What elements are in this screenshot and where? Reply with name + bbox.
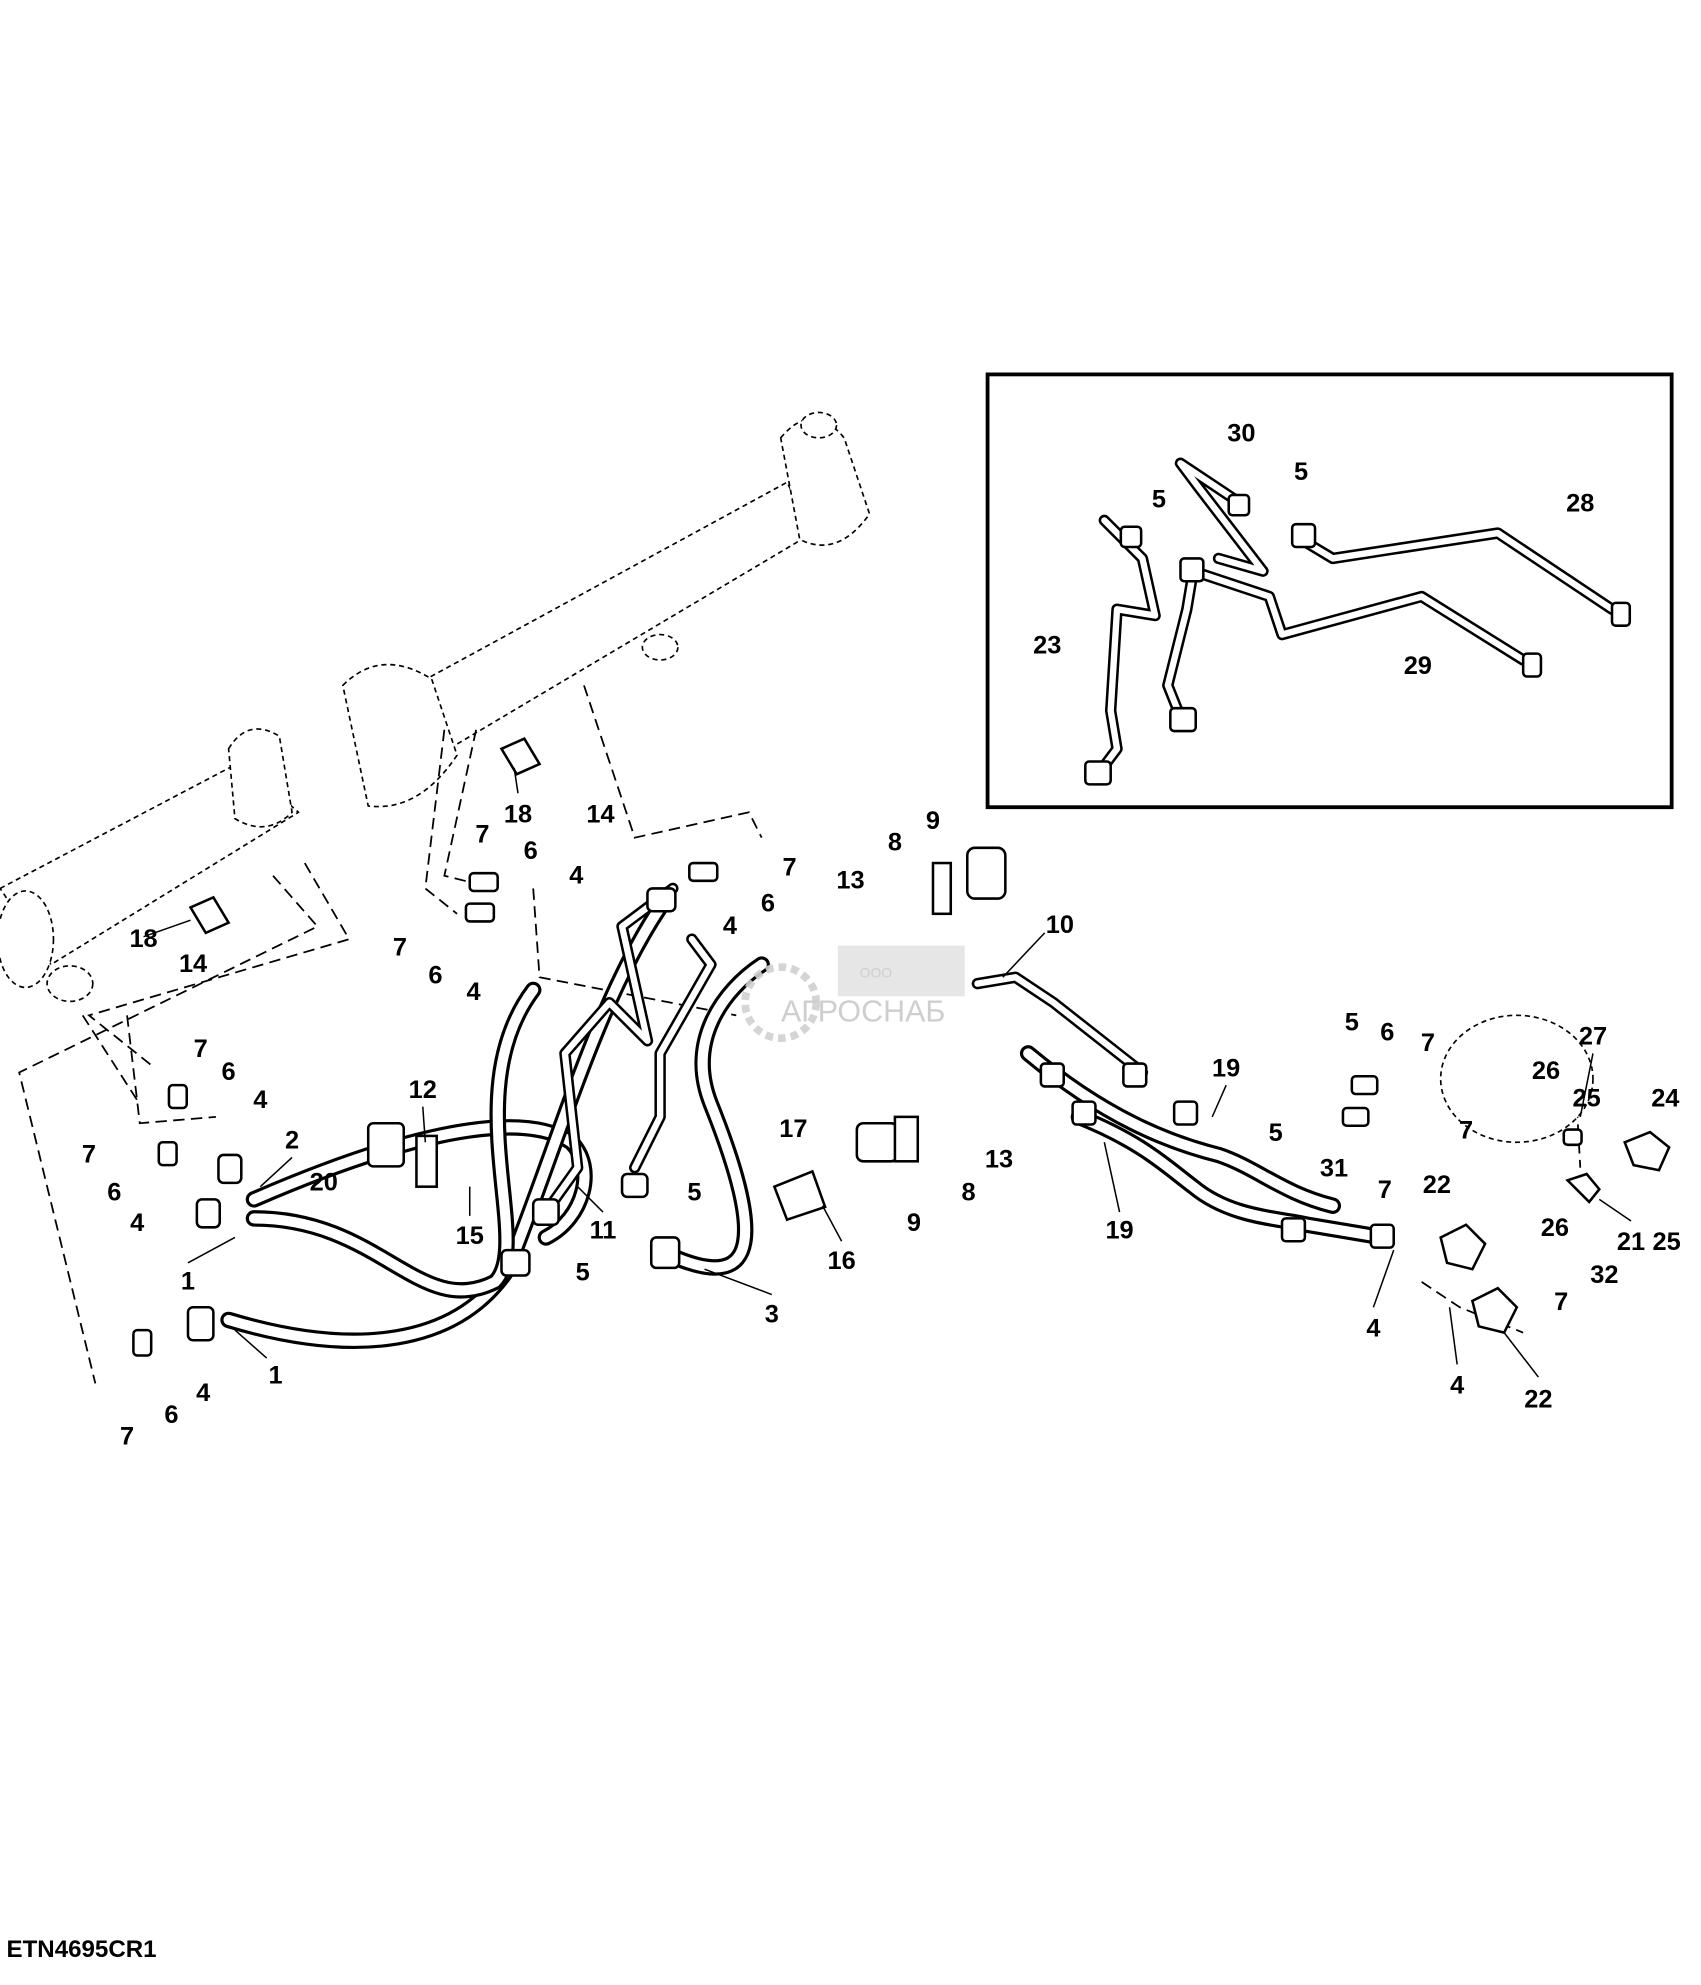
inset-callout: 30: [1227, 420, 1255, 448]
callout: 5: [1269, 1119, 1283, 1147]
inset-callout: 5: [1294, 458, 1308, 486]
callout: 3: [765, 1300, 779, 1328]
callout: 22: [1423, 1171, 1451, 1199]
callout: 5: [687, 1179, 701, 1207]
inset-callout: 28: [1566, 489, 1594, 517]
leader-lines: [143, 767, 1632, 1378]
inset-callout: 23: [1033, 632, 1061, 660]
callouts: 9 8 13 7 6 4 7 6 4 7 6 4 18 14 18 14 10 …: [82, 800, 1681, 1450]
callout: 14: [586, 800, 614, 828]
callout: 4: [1450, 1372, 1464, 1400]
callout: 7: [82, 1141, 96, 1169]
callout: 7: [1459, 1116, 1473, 1144]
callout: 6: [164, 1401, 178, 1429]
tubes: [540, 882, 1149, 1218]
callout: 16: [827, 1247, 855, 1275]
callout: 7: [1421, 1029, 1435, 1057]
callout: 7: [120, 1422, 134, 1450]
callout: 21: [1617, 1228, 1645, 1256]
callout: 32: [1590, 1261, 1618, 1289]
callout: 6: [761, 889, 775, 917]
callout: 7: [783, 854, 797, 882]
callout: 18: [504, 800, 532, 828]
callout: 19: [1105, 1217, 1133, 1245]
callout: 24: [1651, 1085, 1679, 1113]
callout: 7: [1378, 1176, 1392, 1204]
callout: 4: [723, 912, 737, 940]
inset-panel: 30 5 5 28 23 29: [985, 372, 1674, 810]
callout: 4: [253, 1086, 267, 1114]
callout: 4: [466, 978, 480, 1006]
fittings: [132, 737, 1671, 1357]
callout: 7: [475, 821, 489, 849]
callout: 14: [179, 950, 207, 978]
callout: 12: [409, 1076, 437, 1104]
callout: 18: [129, 925, 157, 953]
callout: 25: [1652, 1228, 1680, 1256]
callout: 1: [181, 1267, 195, 1295]
callout: 7: [194, 1035, 208, 1063]
callout: 9: [907, 1209, 921, 1237]
callout: 6: [428, 962, 442, 990]
callout: 27: [1579, 1023, 1607, 1051]
watermark: ООО АГРОСНАБ: [741, 945, 965, 1042]
callout: 19: [1212, 1054, 1240, 1082]
callout: 8: [961, 1179, 975, 1207]
callout: 26: [1541, 1214, 1569, 1242]
callout: 13: [836, 866, 864, 894]
callout: 9: [926, 807, 940, 835]
callout: 5: [1345, 1009, 1359, 1037]
callout: 25: [1573, 1085, 1601, 1113]
watermark-line2: АГРОСНАБ: [781, 995, 945, 1029]
inset-callout: 5: [1152, 486, 1166, 514]
callout: 2: [285, 1127, 299, 1155]
callout: 4: [196, 1379, 210, 1407]
callout: 22: [1524, 1386, 1552, 1414]
callout: 8: [888, 828, 902, 856]
callout: 4: [1366, 1314, 1380, 1342]
callout: 15: [456, 1222, 484, 1250]
callout: 11: [590, 1217, 617, 1245]
callout: 6: [107, 1179, 121, 1207]
callout: 31: [1320, 1155, 1348, 1183]
inset-callout: 29: [1404, 652, 1432, 680]
callout: 26: [1532, 1057, 1560, 1085]
diagram-code: ETN4695CR1: [6, 1936, 156, 1963]
callout: 4: [569, 861, 583, 889]
callout: 6: [222, 1058, 236, 1086]
callout: 7: [393, 934, 407, 962]
callout: 1: [268, 1361, 282, 1389]
callout: 13: [985, 1146, 1013, 1174]
callout: 20: [310, 1168, 338, 1196]
callout: 4: [130, 1209, 144, 1237]
callout: 10: [1046, 911, 1074, 939]
callout: 7: [1554, 1288, 1568, 1316]
callout: 6: [1380, 1019, 1394, 1047]
watermark-line1: ООО: [860, 964, 893, 980]
callout: 5: [576, 1259, 590, 1287]
ghost-cylinders: [0, 411, 871, 1003]
callout: 17: [779, 1115, 807, 1143]
callout: 6: [524, 837, 538, 865]
